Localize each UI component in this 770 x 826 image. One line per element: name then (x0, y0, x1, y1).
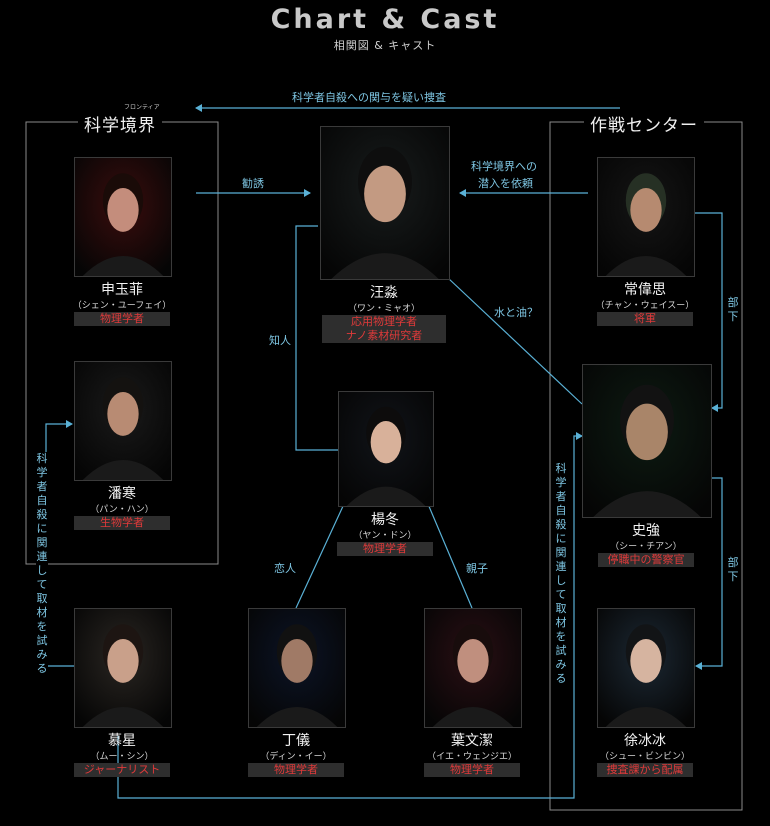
frontier-group-label: 科学境界 (78, 111, 162, 136)
portrait-yang (338, 391, 434, 507)
lover-label: 恋人 (274, 562, 296, 575)
role-xu: 捜査課から配属 (597, 763, 693, 777)
name-shi: 史強 (632, 523, 660, 539)
frontier-group-ruby: フロンティア (124, 104, 160, 111)
parent-label: 親子 (466, 562, 488, 575)
water-oil-label: 水と油？ (494, 306, 538, 319)
name-chang: 常偉思 (624, 282, 666, 298)
portrait-wang (320, 126, 450, 280)
recruit-label: 勧誘 (242, 177, 264, 190)
name-yang: 楊冬 (371, 512, 399, 528)
portrait-chang (597, 157, 695, 277)
subordinate-line-2 (695, 477, 723, 670)
investigate-left-line (45, 420, 74, 667)
portrait-ding (248, 608, 346, 728)
role-mu: ジャーナリスト (74, 763, 170, 777)
role-shen: 物理学者 (74, 312, 170, 326)
name-mu: 慕星 (108, 733, 136, 749)
reading-ding: （ディン・イー） (260, 752, 332, 762)
investigate-right-line (117, 432, 583, 799)
role-chang: 将軍 (597, 312, 693, 326)
reading-yang: （ヤン・ドン） (353, 531, 417, 541)
lover-line (295, 503, 345, 609)
portrait-shi (582, 364, 712, 518)
reading-xu: （シュー・ビンビン） (599, 752, 690, 762)
investigate-right-label: 科学者自殺に関連して取材を試みる (555, 462, 567, 686)
name-ye: 葉文潔 (451, 733, 493, 749)
role-pan: 生物学者 (74, 516, 170, 530)
name-xu: 徐冰冰 (624, 733, 666, 749)
reading-chang: （チャン・ウェイスー） (595, 301, 695, 311)
parent-line (427, 503, 473, 609)
portrait-pan (74, 361, 172, 481)
reading-mu: （ムー・シン） (90, 752, 154, 762)
role-ye: 物理学者 (424, 763, 520, 777)
reading-wang: （ワン・ミャオ） (347, 304, 420, 314)
undercover-label-2: 潜入を依頼 (478, 177, 533, 190)
center-group-label: 作戦センター (584, 111, 704, 136)
subordinate-label-2: 部下 (727, 556, 739, 584)
subordinate-label-1: 部下 (727, 296, 739, 324)
name-wang: 汪淼 (370, 285, 398, 301)
portrait-mu (74, 608, 172, 728)
page-title: Chart & Cast (270, 4, 500, 35)
undercover-label-1: 科学境界への (471, 160, 537, 173)
portrait-ye (424, 608, 522, 728)
role-ding: 物理学者 (248, 763, 344, 777)
reading-ye: （イエ・ウェンジエ） (427, 752, 517, 762)
page-subtitle: 相関図 & キャスト (333, 39, 437, 52)
reading-pan: （パン・ハン） (90, 505, 154, 515)
reading-shen: （シェン・ユーフェイ） (72, 301, 172, 311)
subordinate-line-1 (694, 212, 723, 412)
name-ding: 丁儀 (282, 733, 310, 749)
acquaintance-label: 知人 (269, 332, 291, 348)
portrait-xu (597, 608, 695, 728)
water-oil-line (447, 277, 583, 405)
top-investigation-label: 科学者自殺への関与を疑い捜査 (292, 89, 446, 105)
name-pan: 潘寒 (108, 486, 136, 502)
acquaintance-line (295, 225, 338, 451)
name-shen: 申玉菲 (101, 282, 143, 298)
role-yang: 物理学者 (337, 542, 433, 556)
role-shi: 停職中の警察官 (598, 553, 694, 567)
role-wang-2: ナノ素材研究者 (322, 329, 446, 343)
reading-shi: （シー・チアン） (610, 542, 682, 552)
portrait-shen (74, 157, 172, 277)
investigate-left-label: 科学者自殺に関連して取材を試みる (36, 452, 48, 676)
role-wang-1: 応用物理学者 (322, 315, 446, 329)
